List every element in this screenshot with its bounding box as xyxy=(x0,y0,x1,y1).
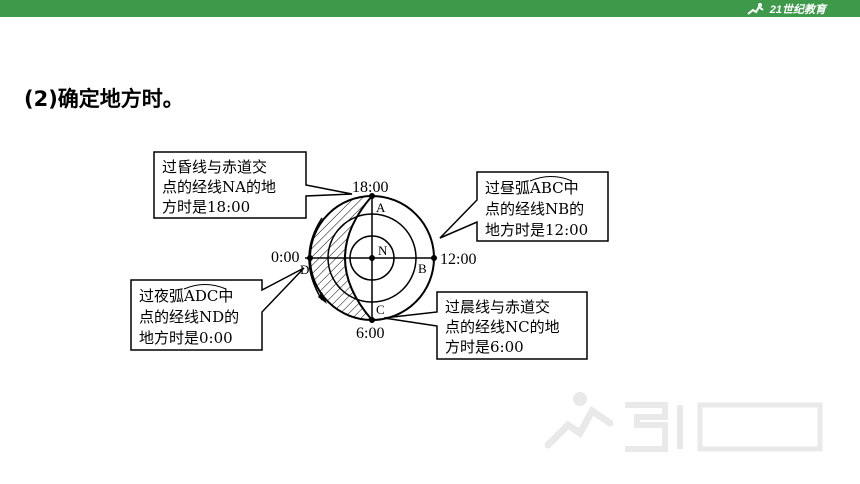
callout-nd: 过夜弧ADC中 点的经线ND的 地方时是0:00 xyxy=(130,267,305,351)
arc-abc-mark xyxy=(529,176,573,182)
callout-nb-line-1: 过昼弧ABC中 xyxy=(485,179,579,197)
callout-nb: 过昼弧ABC中 点的经线NB的 地方时是12:00 xyxy=(439,171,609,242)
arc-abc: ABC xyxy=(529,179,564,197)
time-left: 0:00 xyxy=(271,249,299,266)
top-bar: 21世纪教育 xyxy=(0,0,860,17)
brand-text: 21世纪教育 xyxy=(769,3,826,16)
callout-nd-line-1: 过夜弧ADC中 xyxy=(139,287,233,305)
point-c-label: C xyxy=(376,302,385,317)
callout-na-line-2: 点的经线NA的地 xyxy=(162,178,276,196)
callout-nc-line-2: 点的经线NC的地 xyxy=(445,318,560,336)
pole-dot xyxy=(369,255,375,261)
callout-nb-line-3: 地方时是12:00 xyxy=(485,221,588,239)
callout-na: 过昏线与赤道交 点的经线NA的地 方时是18:00 xyxy=(153,151,353,219)
callout-nd-line-3: 地方时是0:00 xyxy=(139,329,233,347)
runner-icon xyxy=(747,2,764,15)
point-d-label: D xyxy=(300,262,309,277)
time-right: 12:00 xyxy=(440,251,476,268)
callout-nc: 过晨线与赤道交 点的经线NC的地 方时是6:00 xyxy=(383,291,588,360)
callout-nd-line-2: 点的经线ND的 xyxy=(139,308,239,326)
arrow-head-icon xyxy=(318,292,327,304)
callout-na-line-3: 方时是18:00 xyxy=(162,198,250,216)
point-right-dot xyxy=(431,255,437,261)
point-top-dot xyxy=(369,193,375,199)
callout-nc-line-1: 过晨线与赤道交 xyxy=(445,298,550,316)
page-title: (2)确定地方时。 xyxy=(24,87,184,111)
point-bottom-dot xyxy=(369,317,375,323)
callout-na-line-1: 过昏线与赤道交 xyxy=(162,158,267,176)
time-bottom: 6:00 xyxy=(356,325,384,342)
point-a-label: A xyxy=(376,200,386,215)
callout-nb-line-2: 点的经线NB的 xyxy=(485,200,584,218)
callout-nc-line-3: 方时是6:00 xyxy=(445,338,524,356)
point-b-label: B xyxy=(418,261,427,276)
watermark-logo-icon xyxy=(544,392,823,452)
arc-adc-mark xyxy=(183,284,227,290)
center-label: N xyxy=(378,243,388,258)
time-top: 18:00 xyxy=(352,179,388,196)
brand-logo: 21世纪教育 xyxy=(745,1,826,16)
arc-adc: ADC xyxy=(183,287,218,305)
point-left-dot xyxy=(307,255,313,261)
